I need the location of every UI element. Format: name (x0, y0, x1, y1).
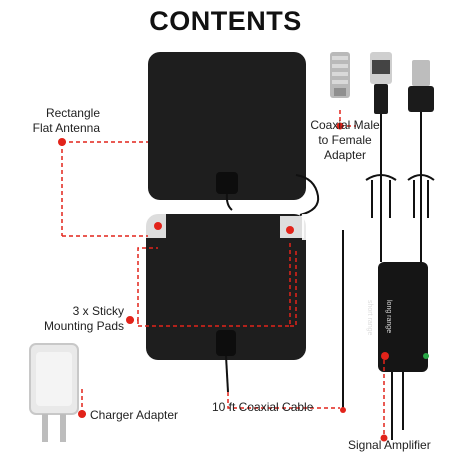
label-amplifier: Signal Amplifier (348, 438, 431, 452)
antenna-cable-side (295, 174, 320, 216)
callout-pads-2 (138, 240, 291, 327)
panel-connector (216, 330, 236, 356)
flat-antenna-back (146, 214, 306, 360)
amplifier-led-green (423, 353, 429, 359)
antenna-cable (225, 193, 233, 211)
label-cable: 10 ft Coaxial Cable (212, 400, 314, 414)
mounting-pad-dot-2 (286, 226, 294, 234)
callout-charger (81, 386, 88, 415)
flat-antenna-panel (148, 52, 306, 200)
amplifier-box (378, 262, 428, 372)
callout-cable (227, 392, 340, 409)
amp-text-left: short range (366, 300, 373, 336)
mounting-pad-3 (302, 214, 328, 240)
panel-cable (225, 355, 229, 393)
antenna-connector (216, 172, 238, 194)
label-adapter: Coaxial Male to Female Adapter (310, 118, 380, 162)
usb-plug (412, 60, 430, 86)
label-charger: Charger Adapter (90, 408, 179, 422)
callout-pads-3 (290, 250, 297, 327)
callout-antenna (61, 141, 148, 237)
mounting-pad-dot-1 (154, 222, 162, 230)
label-antenna: Rectangle Flat Antenna (32, 106, 100, 135)
amplifier-led (381, 352, 389, 360)
page-title: CONTENTS (149, 6, 302, 36)
label-pads: 3 x Sticky Mounting Pads (43, 304, 124, 333)
amp-text-right: long range (385, 300, 392, 334)
